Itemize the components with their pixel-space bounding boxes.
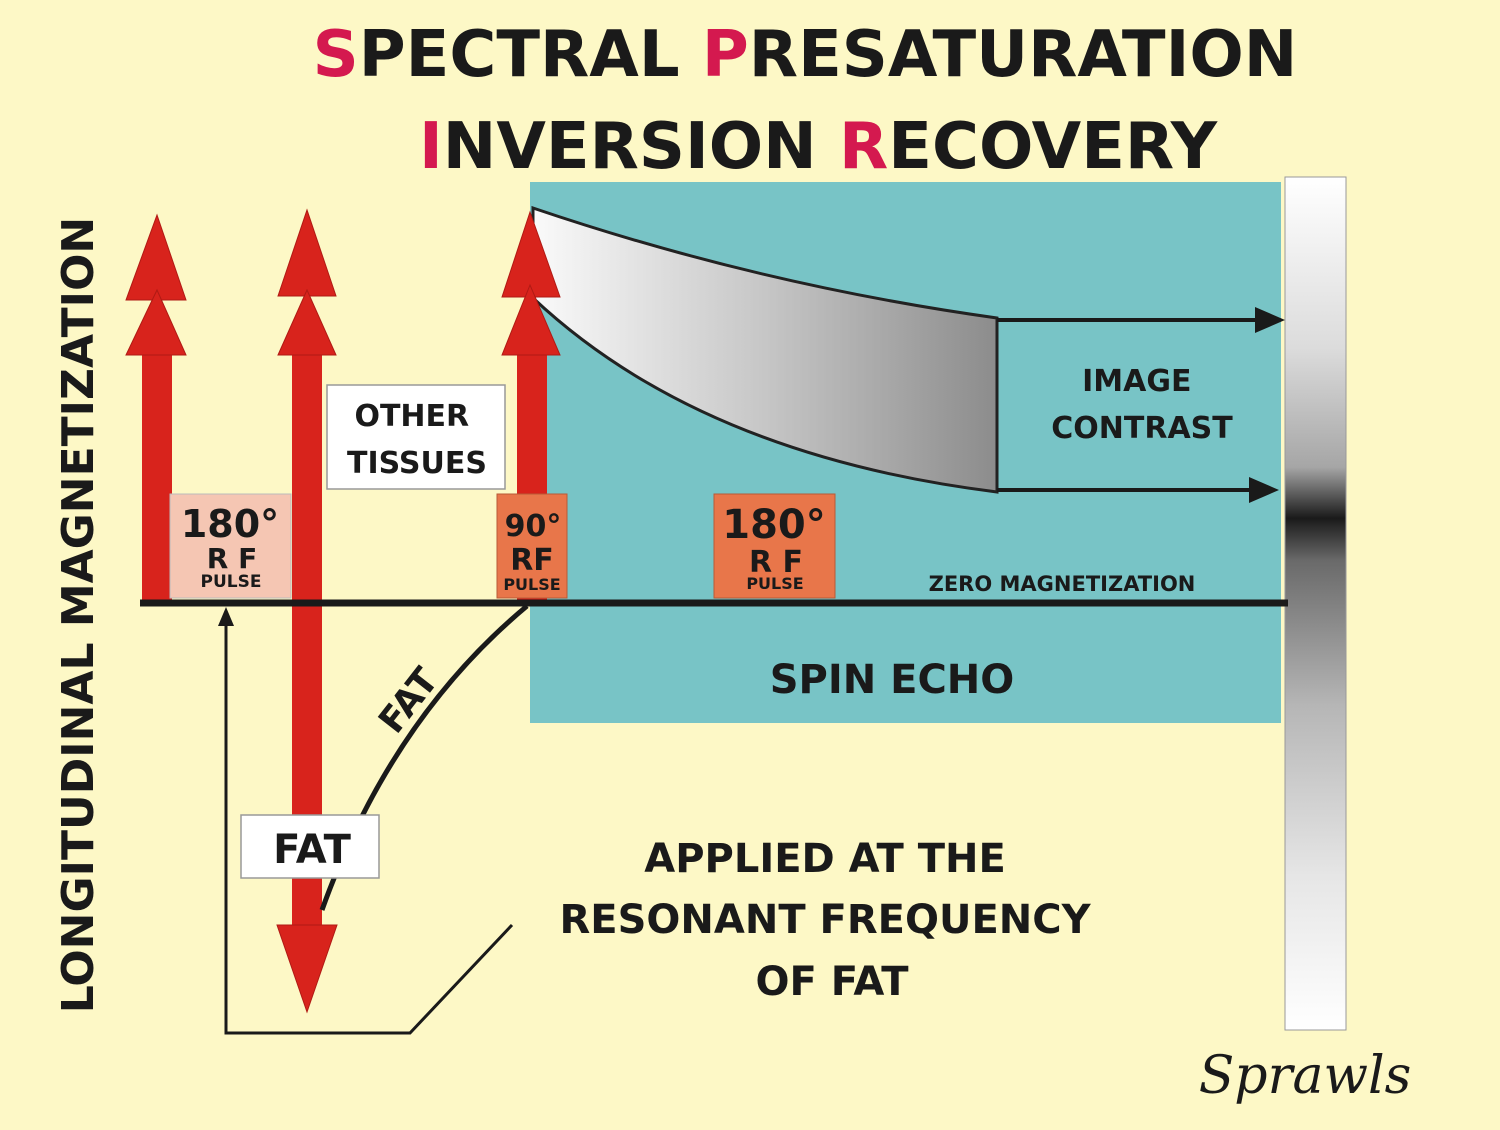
image-contrast-line: IMAGE <box>1082 364 1191 399</box>
contrast-arrow-lower <box>997 477 1279 503</box>
other-tissues-line: TISSUES <box>347 446 487 481</box>
pulse-angle: 180° <box>181 502 279 546</box>
fat-box-label: FAT <box>273 827 352 873</box>
applied-note-line: OF FAT <box>755 959 909 1005</box>
pulse-180-refocus: 180° R F PULSE <box>713 493 836 599</box>
signature: Sprawls <box>1199 1046 1412 1106</box>
applied-note-line: RESONANT FREQUENCY <box>559 897 1091 943</box>
y-axis-label: LONGITUDINAL MAGNETIZATION <box>53 217 104 1013</box>
pulse-word: PULSE <box>746 574 803 593</box>
title-line-2: INVERSION RECOVERY <box>419 110 1218 184</box>
fat-box: FAT <box>240 814 380 879</box>
pulse-angle: 180° <box>722 502 826 548</box>
pulse-90-excitation: 90° RF PULSE <box>496 493 568 599</box>
other-tissues-box: OTHER TISSUES <box>326 384 506 490</box>
pulse-rf: RF <box>510 543 554 578</box>
applied-note: APPLIED AT THE RESONANT FREQUENCY OF FAT <box>559 836 1104 1005</box>
pulse-angle: 90° <box>505 509 562 544</box>
other-tissues-line: OTHER <box>354 399 469 434</box>
pointer-line <box>224 620 514 1035</box>
title-seg: RESATURATION <box>749 18 1298 92</box>
spin-echo-label: SPIN ECHO <box>770 657 1015 703</box>
image-contrast-label: IMAGE CONTRAST <box>1051 364 1233 446</box>
pulse-word: PULSE <box>201 572 262 592</box>
red-arrow-up-1 <box>125 213 187 603</box>
title-seg: P <box>702 18 749 92</box>
contrast-region <box>531 205 999 494</box>
pulse-word: PULSE <box>503 575 560 594</box>
title-seg: R <box>839 110 888 184</box>
title-seg: ECOVERY <box>888 110 1217 184</box>
title-seg: S <box>313 18 359 92</box>
pointer-arrowhead <box>218 607 234 626</box>
contrast-arrow-upper <box>997 307 1285 333</box>
title-seg: PECTRAL <box>359 18 702 92</box>
title-seg: I <box>419 110 443 184</box>
pulse-rf: R F <box>749 545 803 580</box>
svg-text:OTHER TISSUES: OTHER TISSUES <box>347 399 487 481</box>
applied-note-line: APPLIED AT THE <box>644 836 1006 882</box>
zero-magnetization-label: ZERO MAGNETIZATION <box>929 572 1196 596</box>
title-seg: NVERSION <box>443 110 839 184</box>
title-line-1: SPECTRAL PRESATURATION <box>313 18 1298 92</box>
image-contrast-line: CONTRAST <box>1051 411 1233 446</box>
pulse-180-inversion: 180° R F PULSE <box>169 493 292 599</box>
grayscale-bar <box>1284 176 1347 1031</box>
pulse-rf: R F <box>207 542 257 575</box>
